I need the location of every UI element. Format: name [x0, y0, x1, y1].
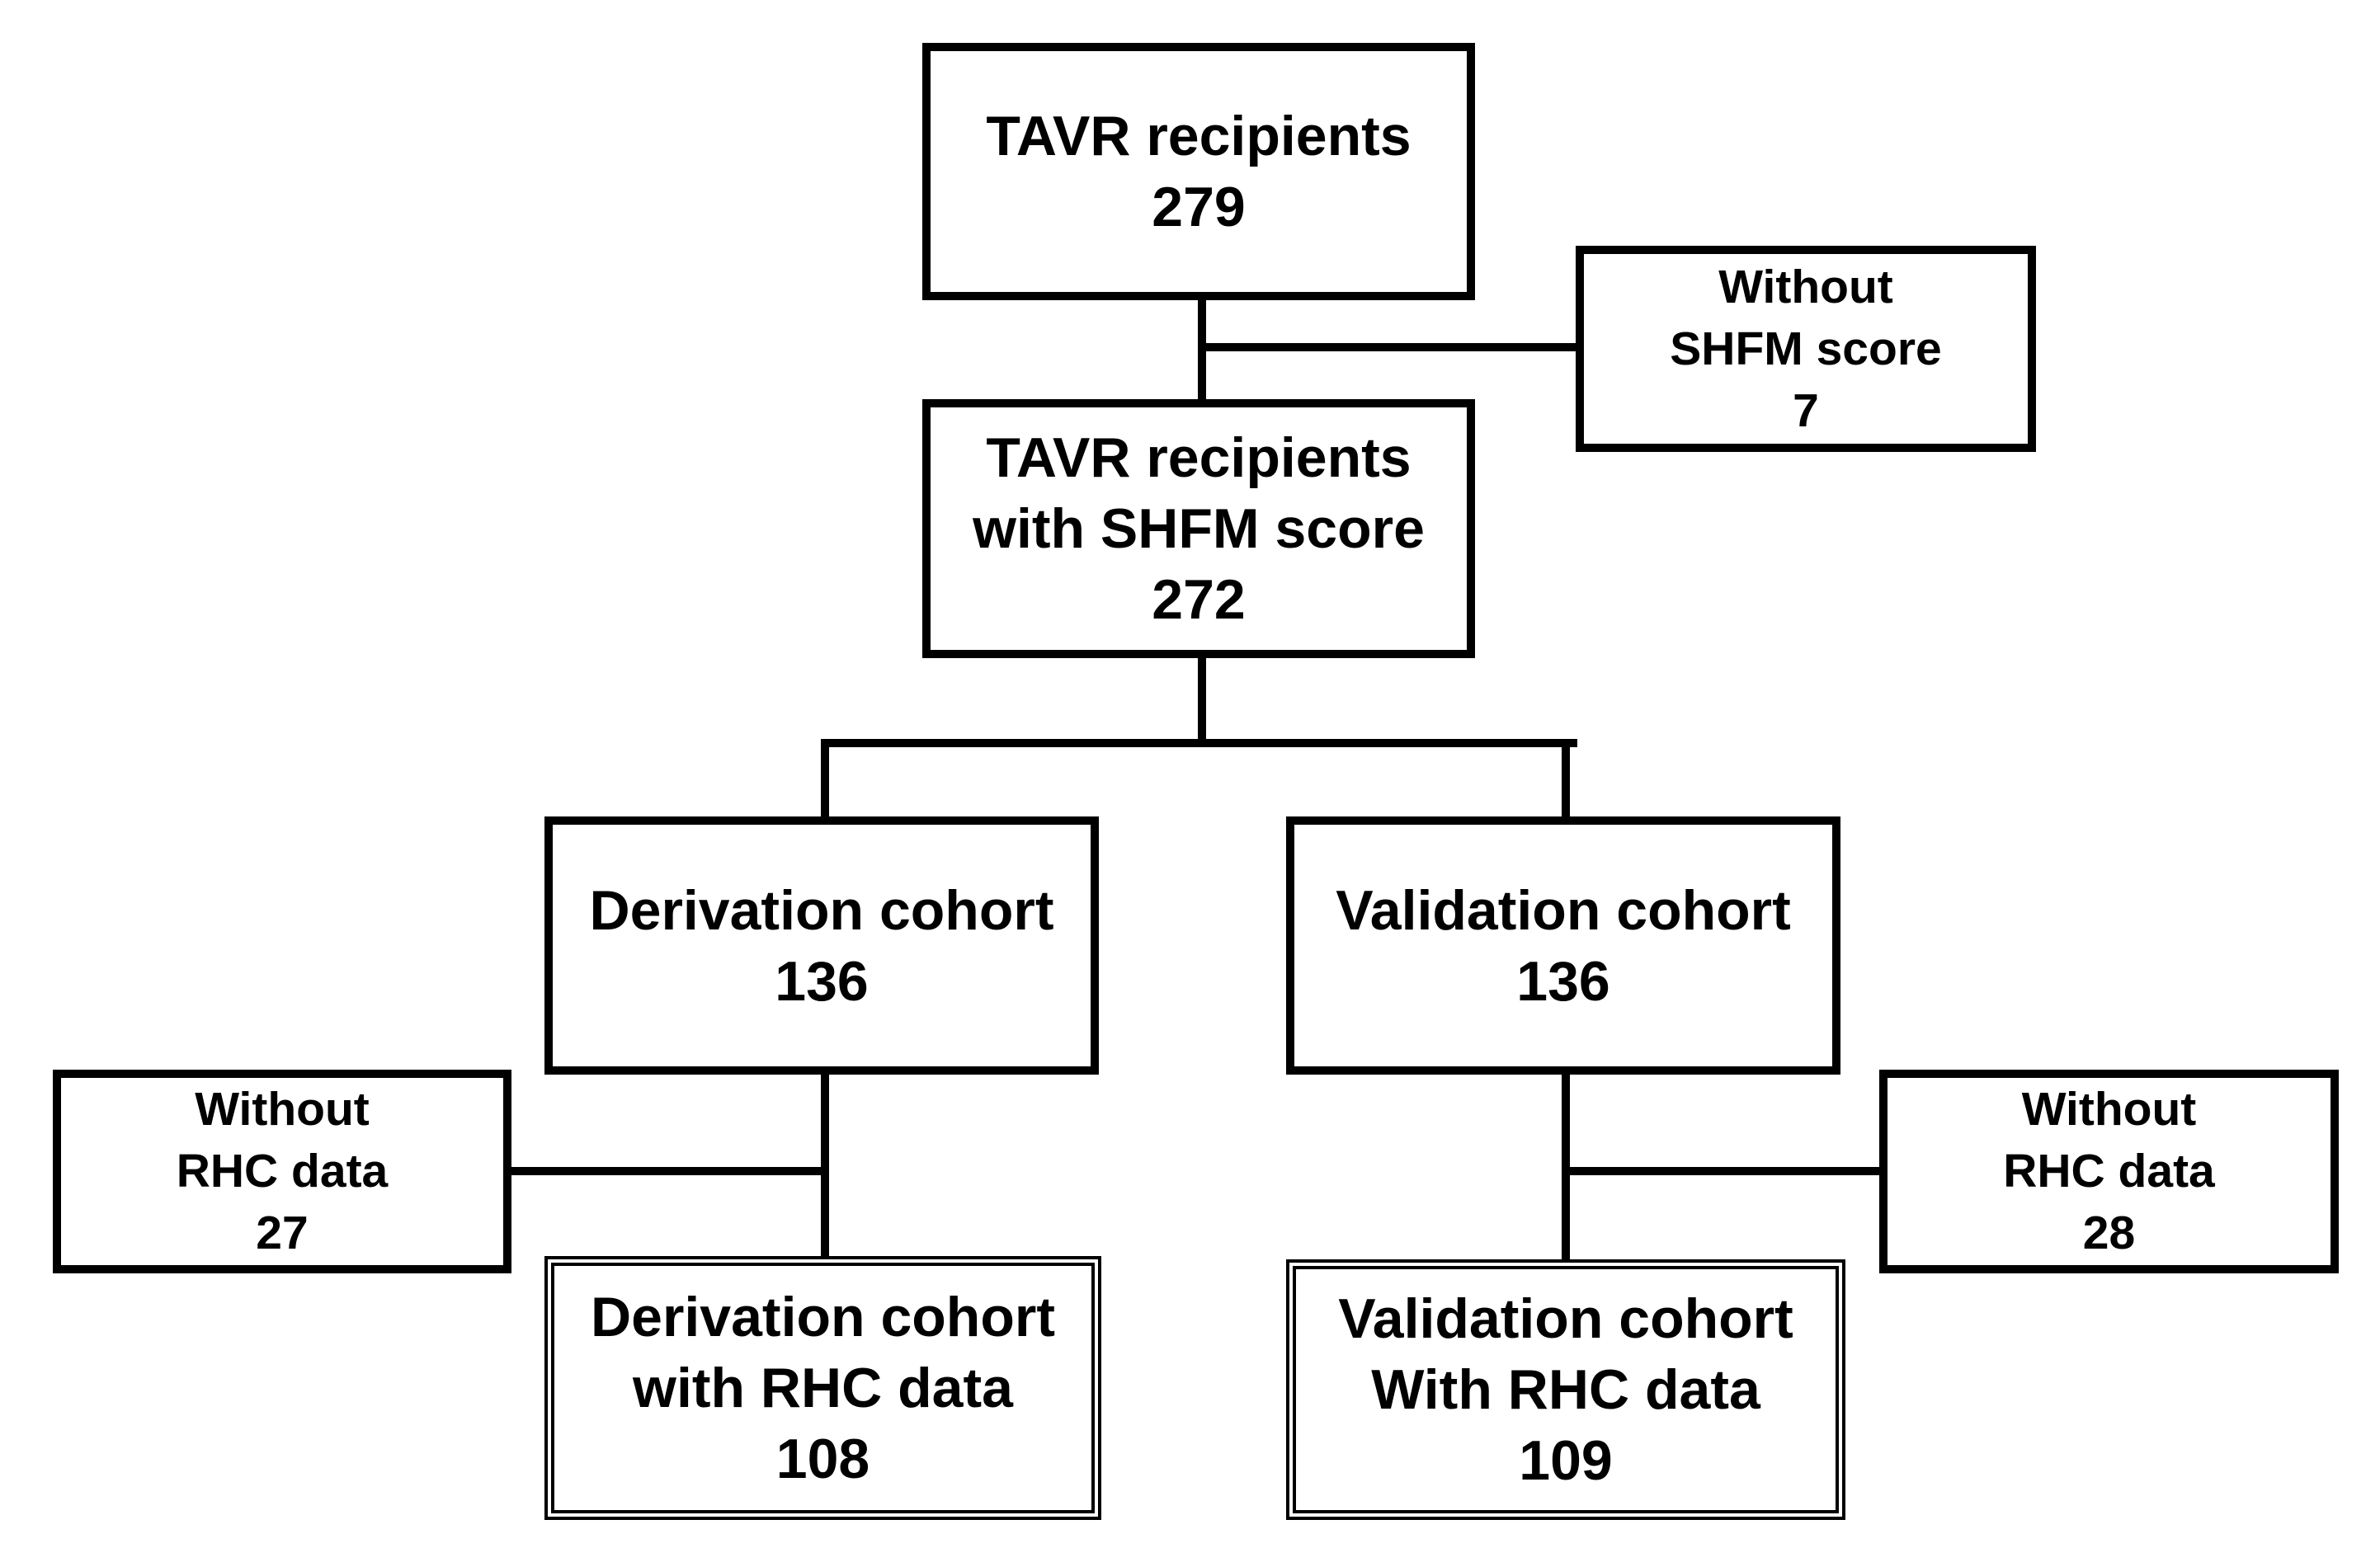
box-count: 108: [775, 1428, 870, 1490]
box-tavr-recipients: TAVR recipients 279: [922, 43, 1475, 300]
box-subtitle: RHC data: [176, 1145, 389, 1197]
box-title: Derivation cohort: [591, 1286, 1055, 1348]
box-count: 279: [1152, 176, 1246, 238]
box-subtitle: RHC data: [2003, 1145, 2215, 1197]
box-title: Without: [195, 1083, 370, 1136]
box-validation-cohort: Validation cohort 136: [1286, 816, 1840, 1075]
box-count: 136: [1516, 949, 1610, 1013]
box-count: 136: [775, 949, 869, 1013]
box-count: 272: [1152, 568, 1246, 631]
connector-line: [1198, 297, 1206, 406]
box-derivation-with-rhc: Derivation cohort with RHC data 108: [544, 1256, 1101, 1520]
box-validation-without-rhc: Without RHC data 28: [1879, 1070, 2339, 1273]
box-derivation-without-rhc: Without RHC data 27: [53, 1070, 511, 1273]
connector-line: [1562, 1167, 1883, 1175]
connector-line: [1198, 658, 1206, 747]
box-title: Without: [1718, 260, 1893, 313]
box-count: 28: [2082, 1207, 2136, 1259]
box-title: Validation cohort: [1338, 1287, 1793, 1350]
box-title: Without: [2021, 1083, 2197, 1136]
connector-line: [821, 739, 829, 821]
box-count: 109: [1519, 1429, 1613, 1492]
box-subtitle: with RHC data: [633, 1357, 1013, 1419]
box-count: 27: [256, 1207, 309, 1259]
box-without-shfm-score: Without SHFM score 7: [1576, 246, 2036, 452]
connector-line: [1562, 739, 1570, 821]
box-validation-with-rhc: Validation cohort With RHC data 109: [1286, 1259, 1845, 1520]
box-title: Derivation cohort: [589, 878, 1054, 942]
box-title: TAVR recipients: [986, 426, 1412, 489]
box-title: Validation cohort: [1336, 878, 1791, 942]
box-derivation-cohort: Derivation cohort 136: [544, 816, 1099, 1075]
box-count: 7: [1793, 383, 1819, 437]
connector-line: [821, 739, 1577, 747]
connector-line: [1198, 343, 1584, 351]
box-title: TAVR recipients: [986, 105, 1412, 167]
box-subtitle: with SHFM score: [973, 497, 1425, 560]
connector-line: [507, 1167, 829, 1175]
box-tavr-with-shfm: TAVR recipients with SHFM score 272: [922, 399, 1475, 658]
box-subtitle: SHFM score: [1670, 322, 1942, 375]
box-subtitle: With RHC data: [1371, 1358, 1760, 1421]
